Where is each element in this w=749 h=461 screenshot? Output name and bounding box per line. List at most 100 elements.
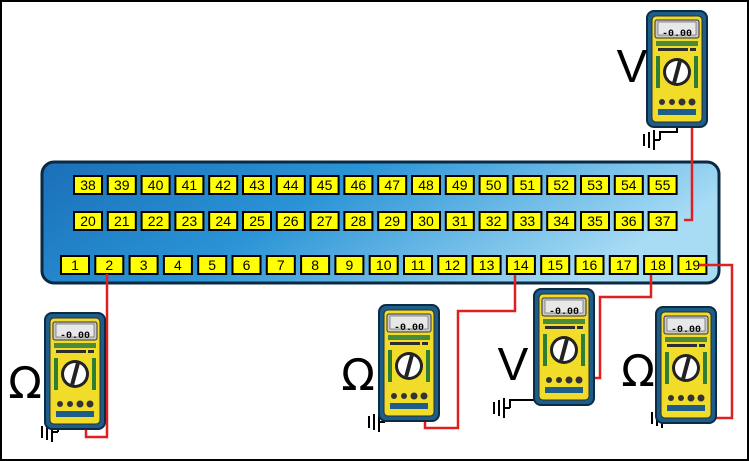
pin-box bbox=[471, 255, 502, 275]
pin-box bbox=[411, 211, 441, 231]
pin-label: 25 bbox=[249, 213, 265, 229]
pin-25: 25 bbox=[242, 211, 272, 231]
pin-5: 5 bbox=[197, 255, 228, 275]
pin-box bbox=[343, 175, 374, 195]
pin-9: 9 bbox=[334, 255, 365, 275]
pin-label: 13 bbox=[479, 257, 495, 273]
pin-17: 17 bbox=[608, 255, 639, 275]
pin-22: 22 bbox=[140, 211, 171, 231]
pin-54: 54 bbox=[613, 175, 644, 195]
volt-symbol: V bbox=[498, 338, 529, 390]
pin-26: 26 bbox=[275, 211, 306, 231]
pin-label: 34 bbox=[553, 213, 569, 229]
pin-box bbox=[444, 211, 475, 231]
pin-label: 32 bbox=[486, 213, 502, 229]
pin-label: 49 bbox=[452, 177, 468, 193]
ohm-symbol: Ω bbox=[341, 350, 375, 401]
pin-1: 1 bbox=[60, 255, 90, 275]
pin-box bbox=[647, 211, 678, 231]
pin-34: 34 bbox=[546, 211, 577, 231]
pin-label: 40 bbox=[148, 177, 164, 193]
pin-box bbox=[106, 175, 137, 195]
pin-box bbox=[478, 211, 509, 231]
pin-box bbox=[643, 255, 674, 275]
pin-box bbox=[444, 175, 475, 195]
pin-label: 20 bbox=[80, 213, 96, 229]
pin-13: 13 bbox=[471, 255, 502, 275]
pin-43: 43 bbox=[242, 175, 272, 195]
pin-14: 14 bbox=[505, 255, 536, 275]
pin-box bbox=[174, 211, 205, 231]
pin-label: 52 bbox=[553, 177, 569, 193]
pin-51: 51 bbox=[512, 175, 543, 195]
pin-29: 29 bbox=[377, 211, 408, 231]
pin-31: 31 bbox=[444, 211, 475, 231]
pin-box bbox=[368, 255, 399, 275]
pin-box bbox=[309, 211, 340, 231]
pin-box bbox=[242, 211, 272, 231]
pin-box bbox=[546, 211, 577, 231]
pin-box bbox=[265, 255, 296, 275]
pin-box bbox=[73, 175, 103, 195]
pin-label: 55 bbox=[655, 177, 671, 193]
pin-box bbox=[512, 211, 543, 231]
pin-label: 27 bbox=[317, 213, 333, 229]
pin-box bbox=[647, 175, 678, 195]
pin-label: 2 bbox=[105, 257, 113, 273]
pin-box bbox=[242, 175, 272, 195]
pin-box bbox=[162, 255, 193, 275]
pin-box bbox=[94, 255, 125, 275]
pin-box bbox=[574, 255, 605, 275]
pin-box bbox=[309, 175, 340, 195]
meter-display: -0.00 bbox=[549, 307, 579, 318]
pin-37: 37 bbox=[647, 211, 678, 231]
pin-label: 43 bbox=[249, 177, 265, 193]
pin-11: 11 bbox=[403, 255, 433, 275]
pin-label: 47 bbox=[384, 177, 400, 193]
pin-10: 10 bbox=[368, 255, 399, 275]
pin-39: 39 bbox=[106, 175, 137, 195]
meter-display: -0.00 bbox=[394, 323, 424, 334]
pin-label: 39 bbox=[114, 177, 130, 193]
pin-label: 31 bbox=[452, 213, 468, 229]
pin-label: 26 bbox=[283, 213, 299, 229]
pin-box bbox=[540, 255, 571, 275]
ohm-symbol: Ω bbox=[621, 346, 655, 397]
pin-47: 47 bbox=[377, 175, 408, 195]
multimeter-m14: -0.00 Ω bbox=[341, 304, 440, 422]
pin-label: 51 bbox=[520, 177, 536, 193]
pin-label: 19 bbox=[685, 257, 701, 273]
pin-box bbox=[140, 211, 171, 231]
pin-4: 4 bbox=[162, 255, 193, 275]
pin-label: 10 bbox=[376, 257, 392, 273]
pin-28: 28 bbox=[343, 211, 374, 231]
multimeter-m37: -0.00 V bbox=[617, 10, 708, 128]
pin-box bbox=[140, 175, 171, 195]
pin-label: 38 bbox=[80, 177, 96, 193]
pin-24: 24 bbox=[208, 211, 239, 231]
pin-6: 6 bbox=[231, 255, 262, 275]
pin-32: 32 bbox=[478, 211, 509, 231]
multimeter-m18: -0.00 V bbox=[498, 288, 595, 406]
pin-7: 7 bbox=[265, 255, 296, 275]
pin-label: 42 bbox=[215, 177, 231, 193]
pin-label: 41 bbox=[182, 177, 198, 193]
pin-52: 52 bbox=[546, 175, 577, 195]
pin-53: 53 bbox=[580, 175, 610, 195]
pin-box bbox=[613, 211, 644, 231]
pin-box bbox=[208, 175, 239, 195]
pin-label: 37 bbox=[655, 213, 671, 229]
pin-label: 30 bbox=[418, 213, 434, 229]
pin-box bbox=[478, 175, 509, 195]
pin-18: 18 bbox=[643, 255, 674, 275]
pin-box bbox=[613, 175, 644, 195]
pin-label: 12 bbox=[445, 257, 461, 273]
pin-box bbox=[197, 255, 228, 275]
pin-label: 16 bbox=[582, 257, 598, 273]
pin-box bbox=[231, 255, 262, 275]
pin-label: 33 bbox=[520, 213, 536, 229]
pin-box bbox=[411, 175, 441, 195]
